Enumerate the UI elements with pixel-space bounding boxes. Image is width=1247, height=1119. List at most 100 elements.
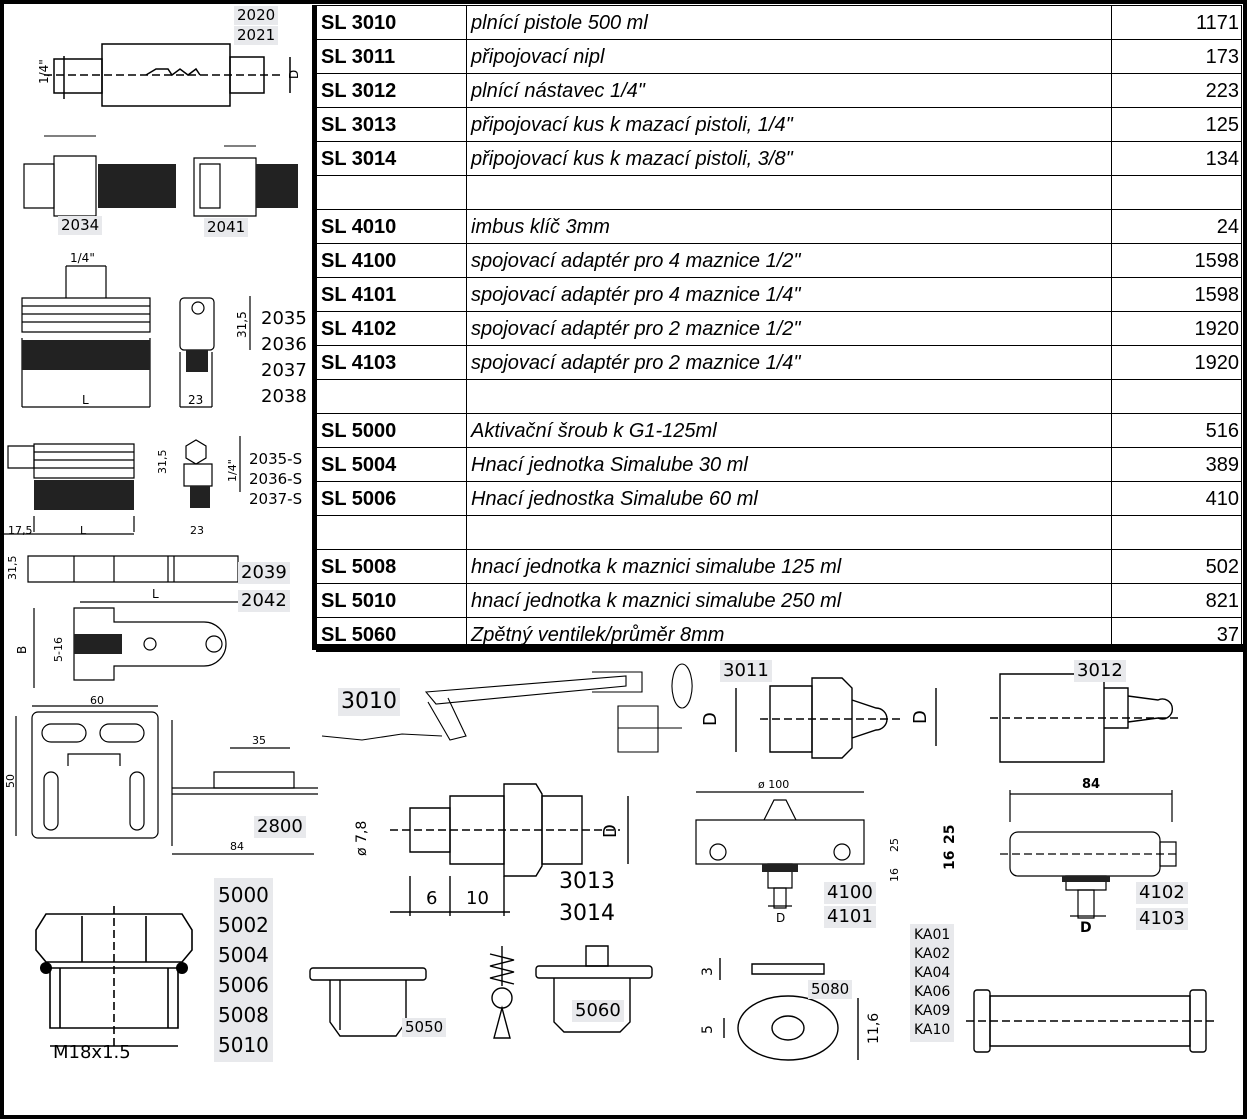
drawing-ka	[966, 980, 1226, 1060]
dim-315-label: 31,5	[235, 311, 249, 338]
dim-84-label: 84	[230, 840, 244, 853]
product-description: plnící nástavec 1/4"	[466, 73, 1112, 108]
product-price: 134	[1111, 141, 1242, 176]
product-code: SL 3014	[316, 141, 467, 176]
part-number-label: KA06	[914, 984, 951, 1000]
product-description: spojovací adaptér pro 2 maznice 1/2"	[466, 311, 1112, 346]
product-code: SL 5006	[316, 481, 467, 516]
dim-16-label: 16	[888, 868, 901, 882]
product-description: imbus klíč 3mm	[466, 209, 1112, 244]
drawing-2035-2038: 1/4" L 23 31,5 2035 2036 2037 2038	[4, 242, 312, 412]
dim-l-label: L	[82, 393, 89, 407]
dim-d-label: D	[287, 70, 301, 79]
part-number-label: KA09	[914, 1003, 951, 1019]
product-code: SL 5004	[316, 447, 467, 482]
product-code: SL 4102	[316, 311, 467, 346]
label-5050: 5050	[402, 1018, 447, 1037]
product-code: SL 5008	[316, 549, 467, 584]
dim-50-label: 50	[4, 774, 17, 788]
drawing-3010: 3010	[322, 658, 716, 778]
product-price	[1111, 175, 1242, 210]
dim-d-label: D	[1080, 920, 1092, 936]
dim-84b-label: 84	[1082, 777, 1100, 792]
price-row	[316, 515, 1242, 550]
product-price: 223	[1111, 73, 1242, 108]
label-3011: 3011	[720, 660, 772, 682]
product-price: 516	[1111, 413, 1242, 448]
label-2037s: 2037-S	[249, 490, 303, 508]
product-description	[466, 515, 1112, 550]
product-price: 410	[1111, 481, 1242, 516]
product-price: 502	[1111, 549, 1242, 584]
label-2042: 2042	[238, 590, 290, 612]
product-code: SL 3010	[316, 5, 467, 40]
adapter-2035s-drawing: 17,5 L 23 31,5 1/4"	[4, 416, 312, 537]
label-3014: 3014	[559, 901, 615, 926]
drawing-2034-2041: 2034 2041	[4, 128, 312, 238]
dim-5-label: 5	[700, 1025, 716, 1034]
product-code: SL 4100	[316, 243, 467, 278]
drawing-2020-2021: 1/4" D 2020 2021	[4, 4, 312, 126]
product-description: Aktivační šroub k G1-125ml	[466, 413, 1112, 448]
label-2034: 2034	[58, 216, 103, 235]
product-code	[316, 175, 467, 210]
product-price: 1920	[1111, 345, 1242, 380]
product-code	[316, 515, 467, 550]
bracket-2800-drawing: 60 50 35 84	[4, 694, 322, 864]
part-number-label: 5004	[218, 943, 269, 967]
label-2038: 2038	[261, 386, 307, 407]
product-description: Hnací jednostka Simalube 60 ml	[466, 481, 1112, 516]
dim-116-label: 11,6	[866, 1013, 882, 1044]
dim-516-label: 5-16	[52, 637, 65, 662]
product-description: plnící pistole 500 ml	[466, 5, 1112, 40]
dim-l-label: L	[80, 524, 87, 537]
filler-3012-drawing: D	[910, 654, 1242, 774]
product-price: 1920	[1111, 311, 1242, 346]
adapter-4100-drawing: ø 100 25 16 D	[688, 778, 901, 925]
price-row	[316, 379, 1242, 414]
valve-5060-drawing	[476, 944, 680, 1054]
dim-175-label: 17,5	[8, 524, 33, 537]
dim-l-label: L	[152, 587, 159, 601]
product-price: 821	[1111, 583, 1242, 618]
drawing-3011: D 3011	[700, 658, 904, 778]
label-2036s: 2036-S	[249, 470, 303, 488]
price-row	[316, 175, 1242, 210]
connector-3013-drawing: ø 7,8 D 6 10	[354, 776, 680, 936]
part-number-label: KA10	[914, 1022, 951, 1038]
label-2039: 2039	[238, 562, 290, 584]
drawing-5060: 5060	[476, 944, 680, 1054]
label-2020: 2020	[234, 6, 279, 25]
dim-25-label: 25	[888, 838, 901, 852]
dim-o100-label: ø 100	[758, 778, 789, 791]
screw-5000-drawing	[26, 876, 296, 1072]
product-price: 1171	[1111, 5, 1242, 40]
table-left-rule	[312, 5, 316, 650]
dim-25-label: 25	[942, 825, 958, 844]
dim-quarter-label: 1/4"	[37, 59, 51, 84]
washer-5080-drawing: 3 5 11,6	[700, 946, 882, 1066]
drawing-2800: 60 50 35 84 2800	[4, 694, 322, 864]
table-bottom-rule	[316, 644, 1247, 652]
part-number-label: KA04	[914, 965, 951, 981]
label-2035s: 2035-S	[249, 450, 303, 468]
drawing-5080: 3 5 11,6 5080	[690, 946, 900, 1066]
nipple-3011-drawing: D	[700, 658, 904, 778]
drawing-4100-4101: ø 100 25 16 D 4100 4101	[688, 776, 924, 932]
label-5080: 5080	[808, 980, 853, 999]
product-code: SL 4101	[316, 277, 467, 312]
product-price: 125	[1111, 107, 1242, 142]
part-number-label: 5008	[218, 1003, 269, 1027]
dim-d-label: D	[700, 712, 721, 726]
product-description: hnací jednotka k maznici simalube 125 ml	[466, 549, 1112, 584]
dim-60-label: 60	[90, 694, 104, 707]
